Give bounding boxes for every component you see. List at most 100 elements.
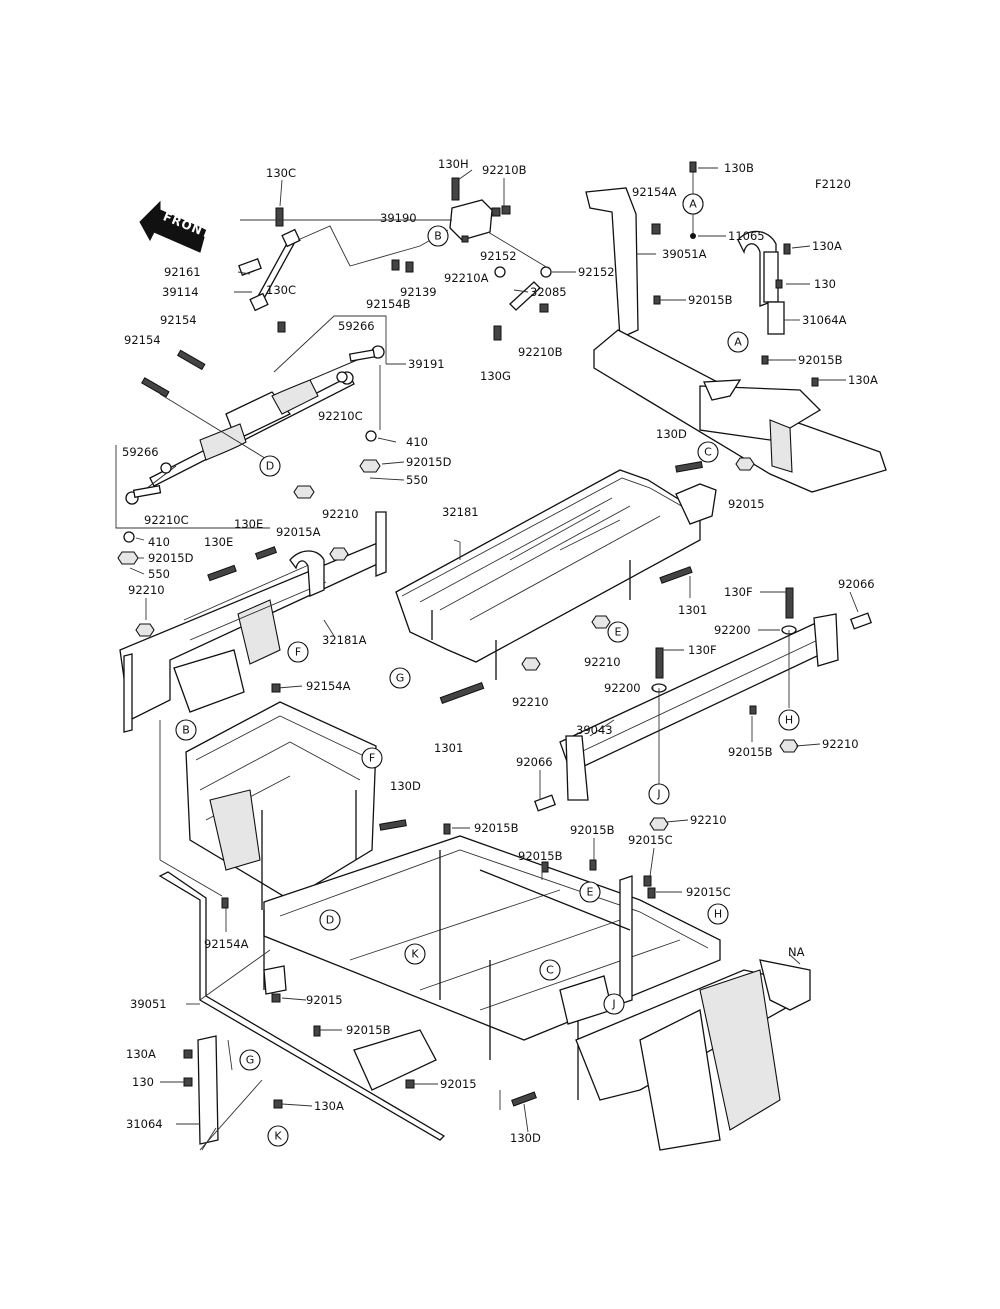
part-label: 130F: [688, 643, 717, 657]
ref-d2: D: [326, 914, 334, 927]
part-label: 130D: [656, 427, 687, 441]
ref-c1: C: [704, 446, 712, 459]
part-label: 130C: [266, 283, 296, 297]
part-label: 59266: [122, 445, 159, 459]
ref-a2: A: [734, 336, 742, 349]
part-label: 130G: [480, 369, 511, 383]
front-arrow-icon: FRONT: [139, 200, 214, 253]
ref-g2: G: [246, 1054, 255, 1067]
reference-circles: B A A C D E F G B H F J E H D K C J G: [175, 193, 800, 1147]
part-label: 92015B: [474, 821, 519, 835]
ref-c2: C: [546, 964, 554, 977]
part-label: 130H: [438, 157, 469, 171]
ref-a1: A: [689, 198, 697, 211]
bracket-32181a: [119, 511, 387, 733]
part-label: 92154B: [366, 297, 411, 311]
part-label: 92015: [440, 1077, 477, 1091]
part-label: 92154: [124, 333, 161, 347]
part-label: 92015B: [346, 1023, 391, 1037]
front-sub-frame: [185, 701, 407, 910]
ref-f2: F: [369, 752, 375, 765]
part-label: 39051A: [662, 247, 707, 261]
ref-h1: H: [785, 714, 793, 727]
part-label: 92154A: [632, 185, 677, 199]
ref-e2: E: [587, 886, 594, 899]
part-label: 39051: [130, 997, 167, 1011]
rear-bed-support: [585, 161, 887, 493]
ref-k2: K: [274, 1130, 282, 1143]
part-label: 92210B: [482, 163, 527, 177]
ref-b1: B: [434, 230, 442, 243]
part-label: 92015D: [148, 551, 194, 565]
part-label: 130C: [266, 166, 296, 180]
part-label: 92015B: [728, 745, 773, 759]
part-label: 92210: [690, 813, 727, 827]
part-label: 92200: [604, 681, 641, 695]
ref-e1: E: [615, 626, 622, 639]
part-label: 92210: [512, 695, 549, 709]
main-frame-39051: [158, 720, 811, 1151]
part-label: 92210C: [144, 513, 189, 527]
part-label: 92154A: [306, 679, 351, 693]
steering-bracket: [297, 177, 552, 341]
part-label: 1301: [434, 741, 463, 755]
part-label: 59266: [338, 319, 375, 333]
leader-lines: [129, 167, 859, 1133]
part-label: 130A: [848, 373, 878, 387]
part-label: 92015D: [406, 455, 452, 469]
part-label: 32181: [442, 505, 479, 519]
ref-j1: J: [656, 788, 660, 801]
part-label: 39114: [162, 285, 199, 299]
part-label: 11065: [728, 229, 765, 243]
bar-39043: [533, 587, 873, 831]
part-label: 92015B: [570, 823, 615, 837]
part-label: 410: [148, 535, 170, 549]
part-label: 31064: [126, 1117, 163, 1131]
part-label: 92015A: [276, 525, 321, 539]
part-label: 130A: [126, 1047, 156, 1061]
part-label: 130D: [390, 779, 421, 793]
ref-f1: F: [295, 646, 301, 659]
part-label: 92152: [578, 265, 615, 279]
part-label: 92015B: [518, 849, 563, 863]
part-label: 130D: [510, 1131, 541, 1145]
part-label: 92210: [584, 655, 621, 669]
ref-d1: D: [266, 460, 274, 473]
part-label: 92154A: [204, 937, 249, 951]
part-label: 92210: [128, 583, 165, 597]
part-label: 130: [814, 277, 836, 291]
diagram-code: F2120: [815, 177, 851, 191]
sub-frame-32181: [395, 469, 717, 704]
part-label: 92066: [516, 755, 553, 769]
part-label: 92015B: [798, 353, 843, 367]
ref-k1: K: [411, 948, 419, 961]
ref-g1: G: [396, 672, 405, 685]
part-label: 130: [132, 1075, 154, 1089]
part-label: 31064A: [802, 313, 847, 327]
part-label: 92154: [160, 313, 197, 327]
part-label: 92015B: [688, 293, 733, 307]
part-label: 92066: [838, 577, 875, 591]
part-label: 130A: [314, 1099, 344, 1113]
part-label: 130F: [724, 585, 753, 599]
part-label: 92015: [306, 993, 343, 1007]
steering-assembly: [115, 207, 387, 565]
part-label: 92161: [164, 265, 201, 279]
part-label: 550: [406, 473, 428, 487]
part-label: 92210: [822, 737, 859, 751]
part-label: 92210B: [518, 345, 563, 359]
part-label: 130B: [724, 161, 754, 175]
part-label: 410: [406, 435, 428, 449]
part-label: 39190: [380, 211, 417, 225]
part-label: 32181A: [322, 633, 367, 647]
part-label: 92152: [480, 249, 517, 263]
part-label: 130E: [234, 517, 263, 531]
part-label: 92210C: [318, 409, 363, 423]
part-label: 32085: [530, 285, 567, 299]
part-label: 92210A: [444, 271, 489, 285]
part-label: NA: [788, 945, 805, 959]
ref-b2: B: [182, 724, 190, 737]
part-label: 39191: [408, 357, 445, 371]
part-label: 92200: [714, 623, 751, 637]
